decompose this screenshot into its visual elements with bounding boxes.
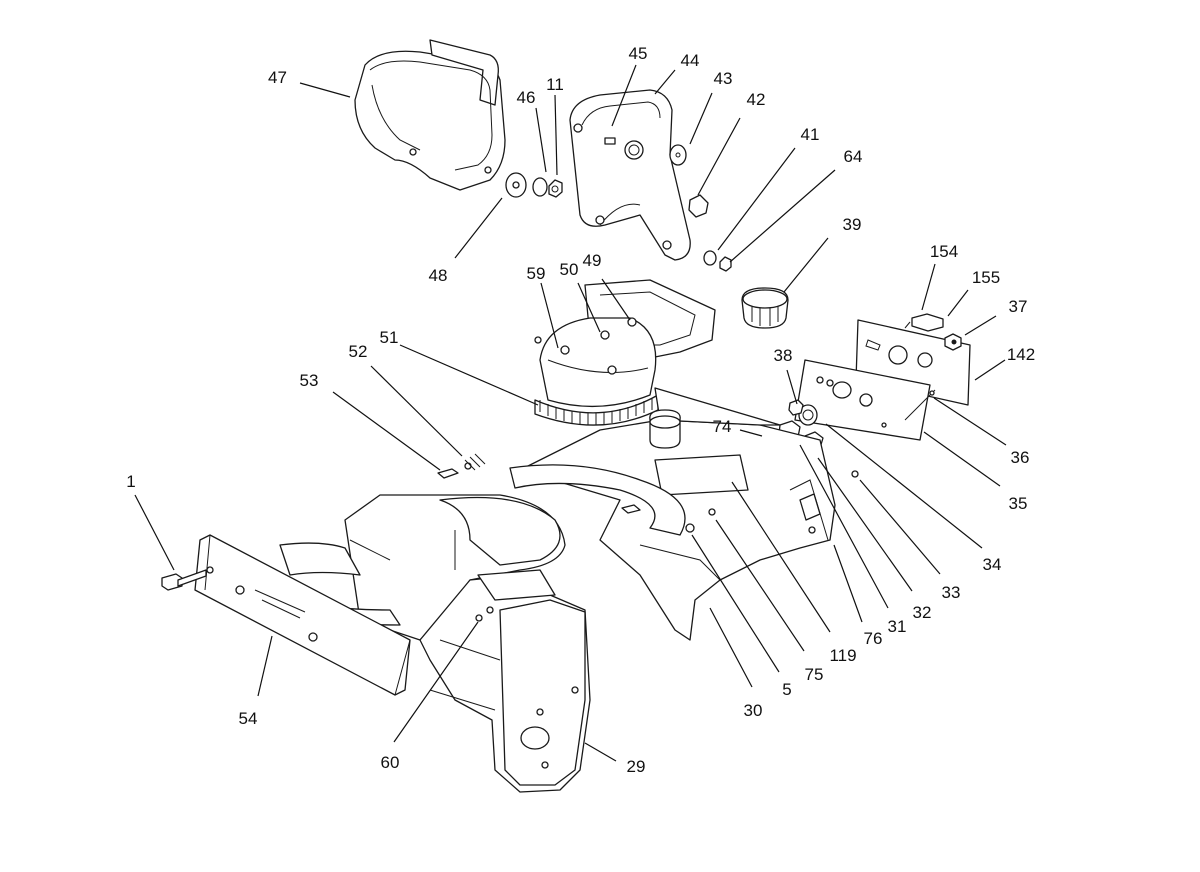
- auger-spiral: [274, 453, 686, 626]
- part-29-auger-housing: [344, 494, 591, 793]
- callout-64: 64: [844, 147, 863, 166]
- callout-29: 29: [627, 757, 646, 776]
- callout-37: 37: [1009, 297, 1028, 316]
- callout-41: 41: [801, 125, 820, 144]
- callout-50: 50: [560, 260, 579, 279]
- callout-38: 38: [774, 346, 793, 365]
- callout-51: 51: [380, 328, 399, 347]
- callout-34: 34: [983, 555, 1002, 574]
- callout-30: 30: [744, 701, 763, 720]
- callout-54: 54: [239, 709, 258, 728]
- callout-43: 43: [714, 69, 733, 88]
- callout-1: 1: [126, 472, 135, 491]
- callout-46: 46: [517, 88, 536, 107]
- callout-53: 53: [300, 371, 319, 390]
- callout-47: 47: [268, 68, 287, 87]
- callout-44: 44: [681, 51, 700, 70]
- callout-119: 119: [829, 646, 856, 665]
- part-39-fuel-cap: [741, 287, 789, 329]
- chute-ring-assembly: [534, 279, 716, 426]
- callout-75: 75: [805, 665, 824, 684]
- deflector-hardware: [505, 172, 563, 198]
- callout-36: 36: [1011, 448, 1030, 467]
- part-47-deflector: [354, 39, 506, 191]
- callout-45: 45: [629, 44, 648, 63]
- callout-74: 74: [713, 417, 732, 436]
- callout-155: 155: [972, 268, 1000, 287]
- lower-panel: [761, 359, 936, 478]
- callout-49: 49: [583, 251, 602, 270]
- chute-hardware: [669, 144, 732, 272]
- part-54-scraper-bar: [161, 534, 411, 696]
- callout-5: 5: [782, 680, 791, 699]
- callout-48: 48: [429, 266, 448, 285]
- leader-lines: [134, 64, 1007, 762]
- callout-31: 31: [888, 617, 907, 636]
- callout-35: 35: [1009, 494, 1028, 513]
- part-44-chute-bracket: [569, 89, 691, 261]
- callout-154: 154: [930, 242, 958, 261]
- callout-52: 52: [349, 342, 368, 361]
- callout-11: 11: [546, 75, 564, 94]
- callout-59: 59: [527, 264, 546, 283]
- callout-42: 42: [747, 90, 766, 109]
- callout-33: 33: [942, 583, 961, 602]
- callout-39: 39: [843, 215, 862, 234]
- callout-labels: 47 46 11 48 45 44 43 42 41 64 39 154 155…: [126, 44, 1035, 776]
- callout-142: 142: [1007, 345, 1035, 364]
- callout-76: 76: [864, 629, 883, 648]
- callout-60: 60: [381, 753, 400, 772]
- callout-32: 32: [913, 603, 932, 622]
